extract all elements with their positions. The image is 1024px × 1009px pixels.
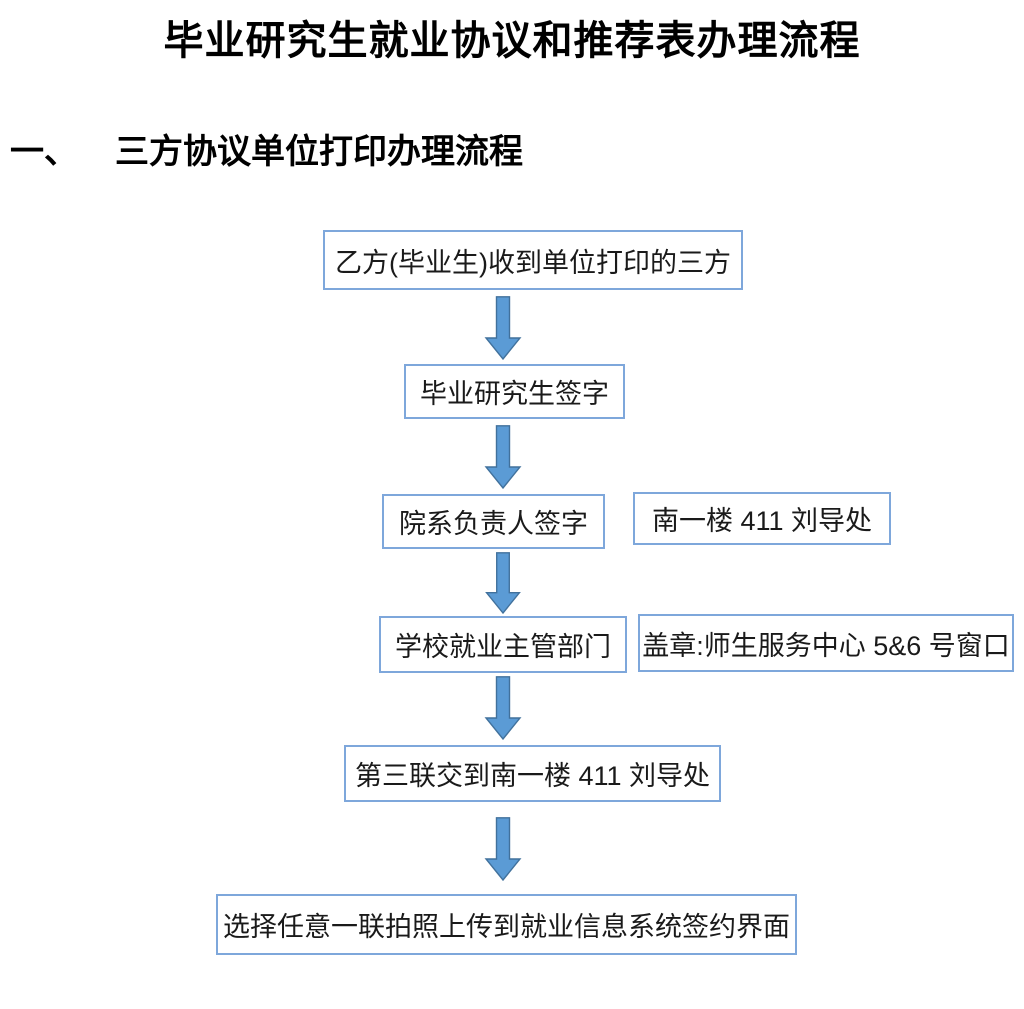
note-location-411: 南一楼 411 刘导处: [633, 492, 891, 545]
flow-step-received-agreement: 乙方(毕业生)收到单位打印的三方: [323, 230, 743, 290]
down-arrow-icon: [484, 296, 522, 360]
flow-step-submit-third-copy: 第三联交到南一楼 411 刘导处: [344, 745, 721, 802]
flow-step-school-employment-dept: 学校就业主管部门: [379, 616, 627, 673]
down-arrow-icon: [484, 676, 522, 740]
section-heading: 一、三方协议单位打印办理流程: [10, 124, 523, 173]
flow-step-department-signature: 院系负责人签字: [382, 494, 605, 549]
flow-step-upload-photo: 选择任意一联拍照上传到就业信息系统签约界面: [216, 894, 797, 955]
section-number: 一、: [10, 133, 78, 171]
flow-step-graduate-signature: 毕业研究生签字: [404, 364, 625, 419]
down-arrow-icon: [485, 552, 521, 614]
section-title: 三方协议单位打印办理流程: [115, 133, 523, 171]
page-title: 毕业研究生就业协议和推荐表办理流程: [163, 19, 861, 63]
down-arrow-icon: [484, 425, 522, 489]
note-stamp-service-center: 盖章:师生服务中心 5&6 号窗口: [638, 614, 1014, 672]
down-arrow-icon: [484, 817, 522, 882]
